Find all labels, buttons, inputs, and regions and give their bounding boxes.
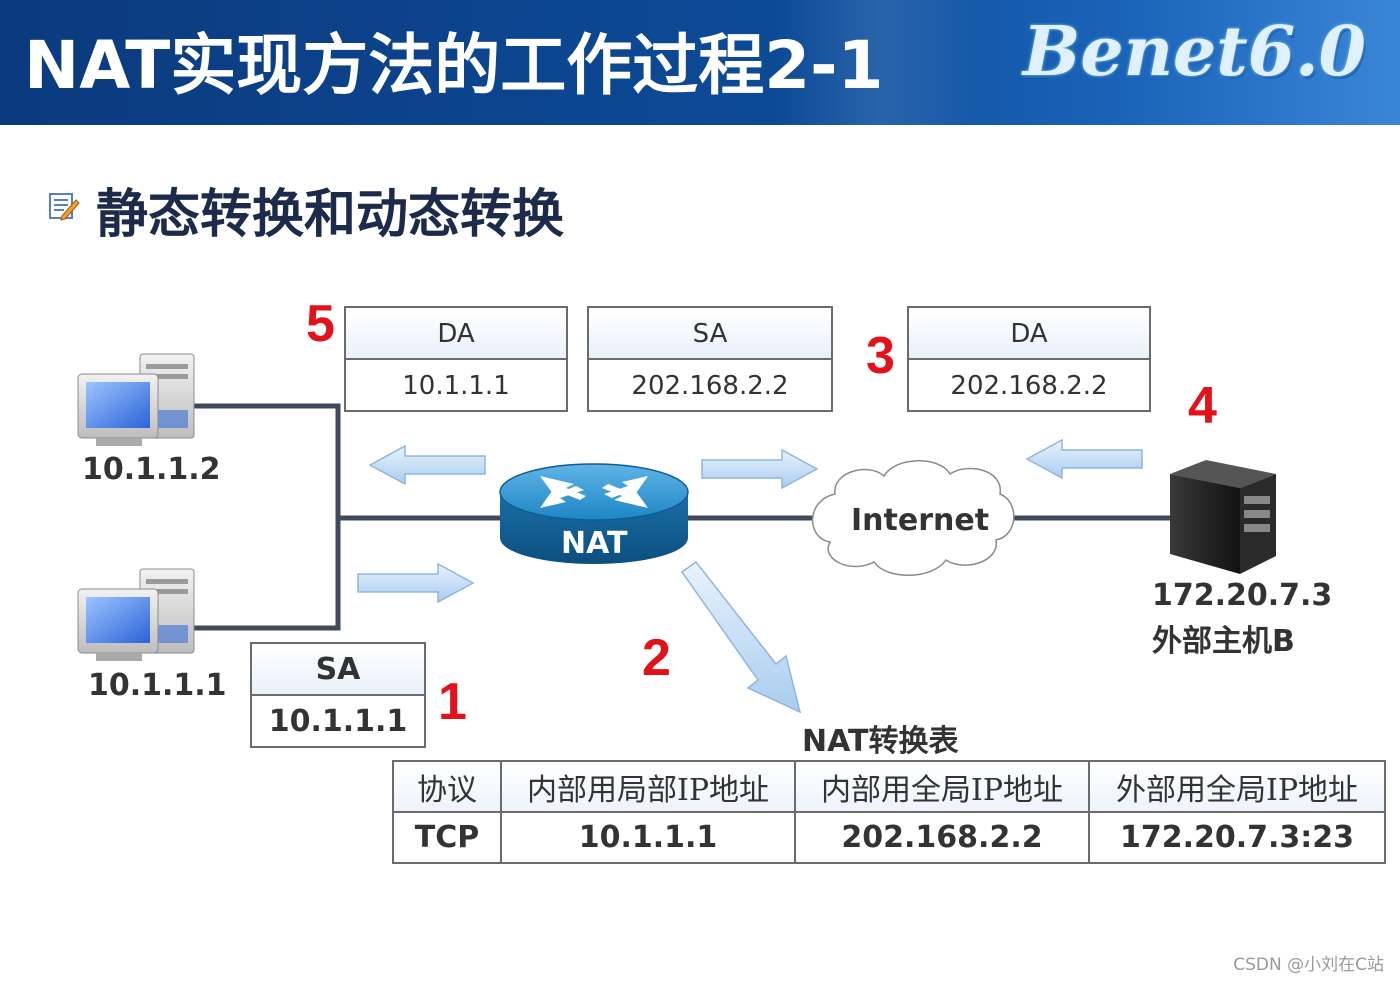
- arrow-left-top: [368, 444, 486, 486]
- step-number-4: 4: [1188, 377, 1217, 435]
- arrow-down-to-table: [680, 560, 802, 714]
- server-ip-label: 172.20.7.3: [1152, 578, 1333, 613]
- table-cell: 172.20.7.3:23: [1088, 811, 1386, 864]
- table-header-row: 协议 内部用局部IP地址 内部用全局IP地址 外部用全局IP地址: [392, 760, 1386, 813]
- arrow-right-bottom: [357, 562, 475, 604]
- packet-value: 10.1.1.1: [402, 371, 510, 401]
- server-icon: [1170, 460, 1276, 574]
- packet-field: SA: [589, 308, 831, 360]
- step-number-2: 2: [642, 629, 671, 687]
- table-header-cell: 外部用全局IP地址: [1088, 760, 1386, 813]
- table-cell: 202.168.2.2: [794, 811, 1090, 864]
- brand-logo: Benet6.0: [1022, 12, 1366, 92]
- table-header-cell: 协议: [392, 760, 502, 813]
- nat-table-title: NAT转换表: [802, 724, 959, 759]
- table-cell: TCP: [392, 811, 502, 864]
- watermark: CSDN @小刘在C站: [1233, 955, 1384, 975]
- packet-da-step5: DA 10.1.1.1: [344, 306, 568, 412]
- cloud-label: Internet: [851, 503, 990, 538]
- packet-da-step3: DA 202.168.2.2: [907, 306, 1151, 412]
- pc-icon: [77, 353, 195, 446]
- step-number-1: 1: [438, 673, 467, 731]
- nat-router-icon: [499, 463, 689, 564]
- packet-field: DA: [909, 308, 1149, 360]
- arrow-left-right: [1025, 438, 1143, 480]
- table-cell: 10.1.1.1: [500, 811, 796, 864]
- packet-sa-step1: SA 10.1.1.1: [250, 642, 426, 748]
- pc-icon: [77, 568, 195, 661]
- title-bar: NAT实现方法的工作过程2-1 Benet6.0: [0, 0, 1400, 125]
- table-header-cell: 内部用全局IP地址: [794, 760, 1090, 813]
- bullet-icon: [49, 193, 80, 221]
- subtitle: 静态转换和动态转换: [96, 185, 565, 245]
- step-number-3: 3: [866, 327, 895, 385]
- network-links: [192, 403, 1172, 631]
- packet-value: 10.1.1.1: [268, 704, 408, 739]
- packet-sa: SA 202.168.2.2: [587, 306, 833, 412]
- table-header-cell: 内部用局部IP地址: [500, 760, 796, 813]
- nat-table: 协议 内部用局部IP地址 内部用全局IP地址 外部用全局IP地址 TCP 10.…: [392, 760, 1386, 864]
- packet-field: DA: [346, 308, 566, 360]
- host-ip-label: 10.1.1.2: [82, 452, 221, 487]
- packet-field: SA: [252, 644, 424, 696]
- arrow-right-top: [701, 448, 819, 490]
- packet-value: 202.168.2.2: [631, 371, 789, 401]
- router-label: NAT: [561, 526, 628, 561]
- table-row: TCP 10.1.1.1 202.168.2.2 172.20.7.3:23: [392, 811, 1386, 864]
- server-name-label: 外部主机B: [1152, 624, 1295, 659]
- slide-title: NAT实现方法的工作过程2-1: [24, 27, 884, 104]
- packet-value: 202.168.2.2: [950, 371, 1108, 401]
- internet-cloud: [811, 460, 1015, 576]
- step-number-5: 5: [306, 295, 335, 353]
- host-ip-label: 10.1.1.1: [88, 668, 227, 703]
